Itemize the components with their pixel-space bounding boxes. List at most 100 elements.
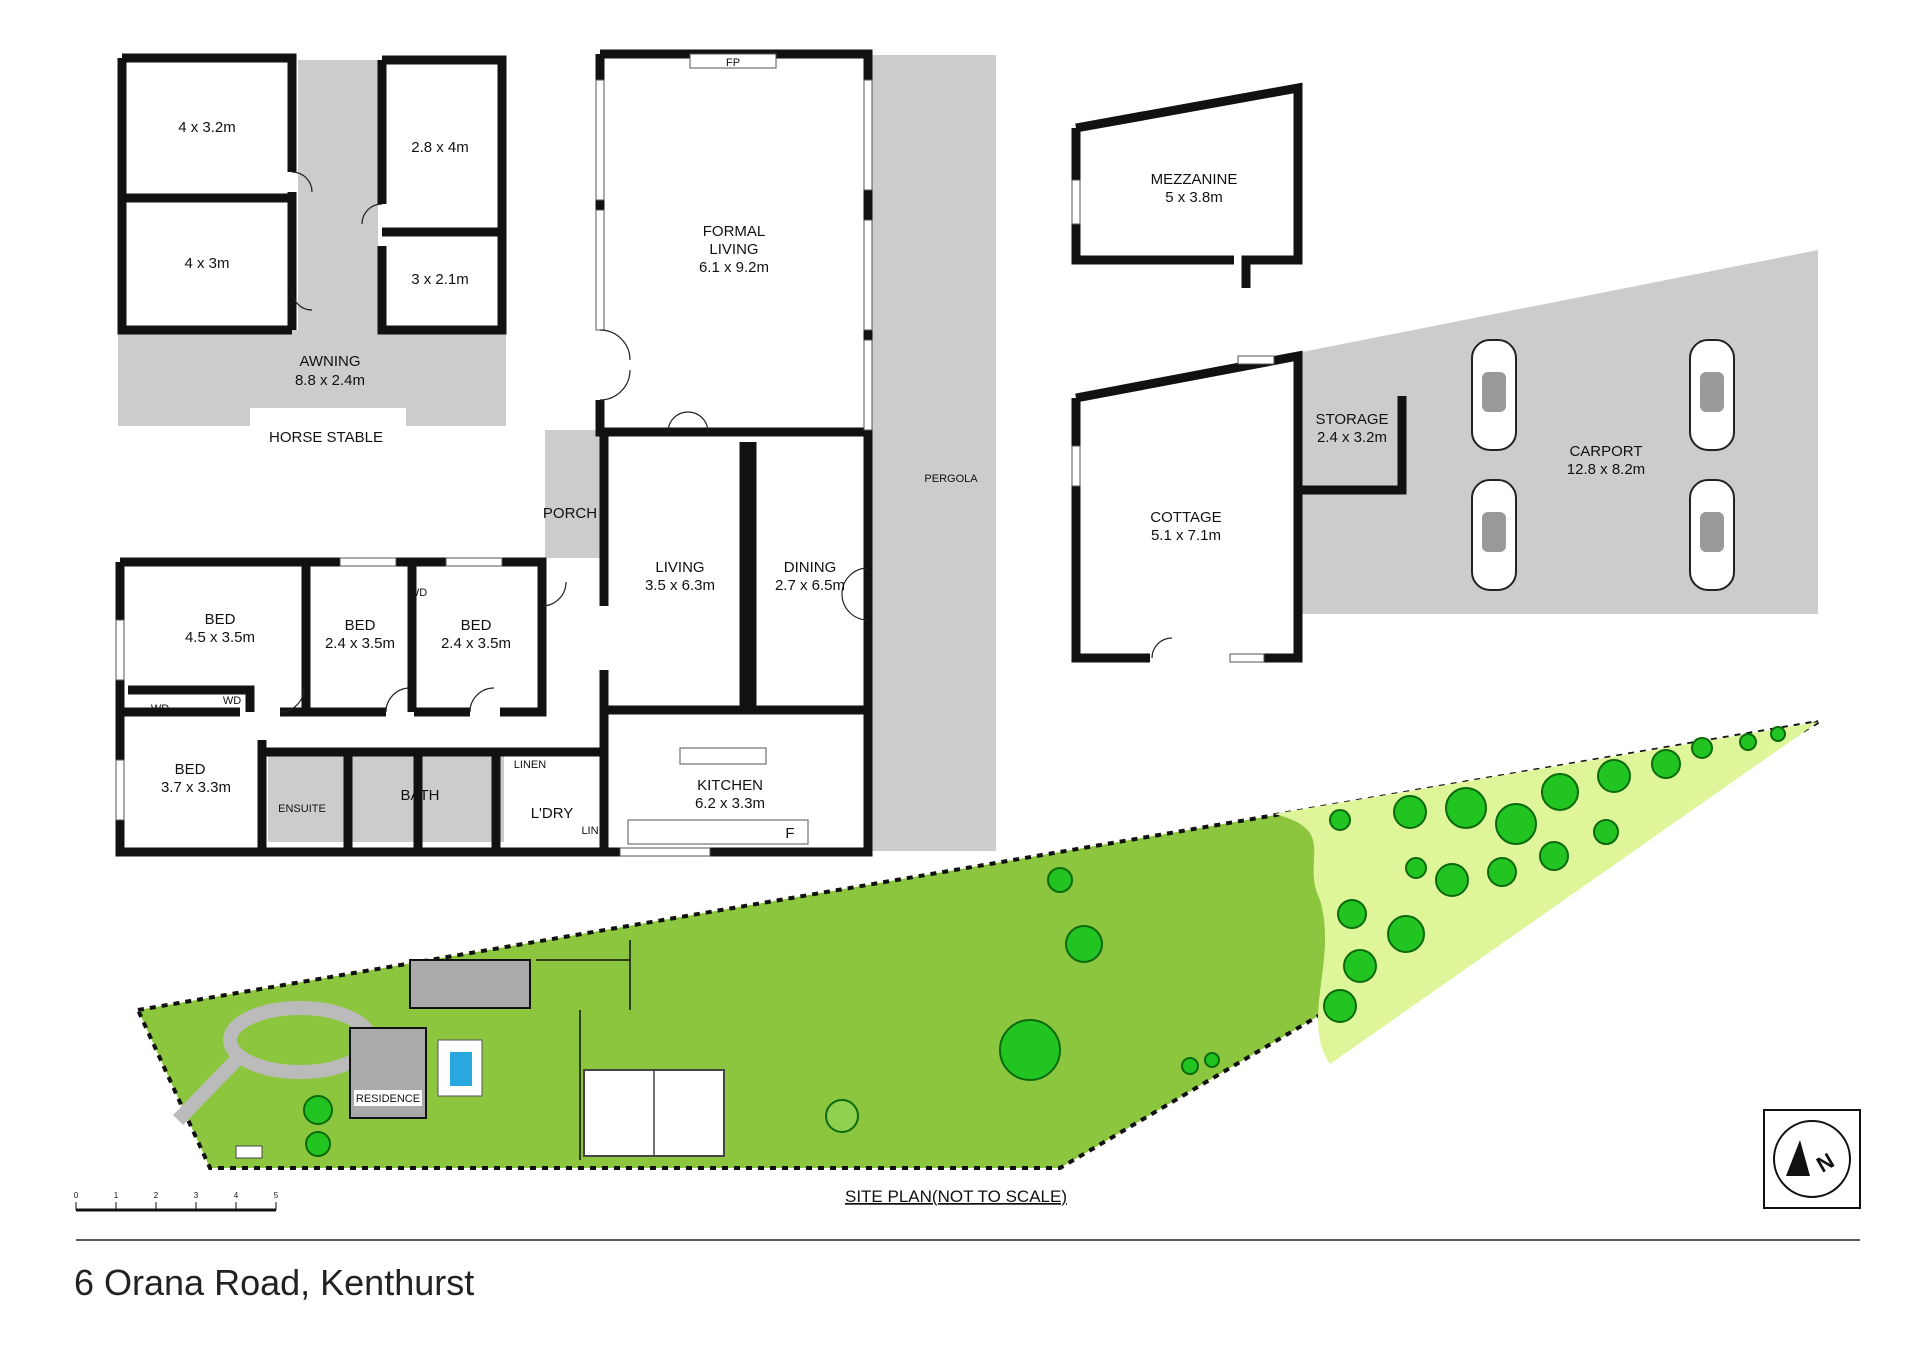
mezzanine-dims: 5 x 3.8m	[1165, 189, 1223, 206]
tree-icon	[1393, 795, 1427, 829]
kitchen-name: KITCHEN	[697, 777, 763, 794]
stall-2-dims: 4 x 3m	[184, 255, 229, 272]
driveway-arm	[172, 1051, 246, 1125]
stable-title: HORSE STABLE	[269, 429, 383, 446]
scale-tick-5: 5	[274, 1191, 279, 1200]
horse-stable: 4 x 3.2m 4 x 3m 2.8 x 4m 3 x 2.1m AWNING…	[117, 53, 507, 446]
bed4-dims: 3.7 x 3.3m	[161, 779, 231, 796]
mezzanine-walls	[1071, 82, 1303, 288]
cottage-carport: COTTAGE 5.1 x 7.1m STORAGE 2.4 x 3.2m CA…	[1071, 250, 1818, 663]
window	[1229, 653, 1265, 663]
tree-icon	[1181, 1057, 1199, 1075]
kitchen-dims: 6.2 x 3.3m	[695, 795, 765, 812]
window	[445, 557, 503, 567]
stable-door-3	[291, 289, 313, 311]
tree-icon	[1770, 726, 1786, 742]
window	[619, 847, 711, 857]
site-plan-title: SITE PLAN(NOT TO SCALE)	[845, 1187, 1067, 1206]
tree-icon	[1651, 749, 1681, 779]
scale-tick-0: 0	[74, 1191, 79, 1200]
window	[339, 557, 397, 567]
wet-area-walls	[257, 700, 609, 852]
tree-icon	[1487, 857, 1517, 887]
tree-icon	[1323, 989, 1357, 1023]
bed4-name: BED	[175, 761, 206, 778]
tree-icon	[1593, 819, 1619, 845]
tree-icon	[1445, 787, 1487, 829]
kitchen-island	[679, 747, 767, 765]
stall-1-dims: 4 x 3.2m	[178, 119, 236, 136]
wd-label-1: WD	[409, 587, 427, 599]
stable-title-box	[250, 408, 406, 438]
tree-icon	[999, 1019, 1061, 1081]
site-shed	[235, 1145, 263, 1159]
bed2-name: BED	[345, 617, 376, 634]
residence-label-box	[354, 1090, 422, 1106]
fireplace-label: FP	[726, 57, 740, 69]
ensuite-label: ENSUITE	[278, 803, 326, 815]
bed1-name: BED	[205, 611, 236, 628]
window	[1071, 179, 1081, 225]
car-icon	[1689, 339, 1735, 451]
tree-icon	[1337, 899, 1367, 929]
dining-walls	[747, 432, 873, 715]
porch-label: PORCH	[543, 505, 597, 522]
window	[115, 759, 125, 821]
mezzanine-name: MEZZANINE	[1151, 171, 1238, 188]
stall-3-dims: 2.8 x 4m	[411, 139, 469, 156]
bed-door-1	[279, 687, 305, 713]
pergola-label: PERGOLA	[924, 473, 978, 485]
laundry-label: L'DRY	[531, 805, 574, 822]
pergola-slab	[868, 55, 996, 851]
carport-dims: 12.8 x 8.2m	[1567, 461, 1645, 478]
awning-name: AWNING	[299, 353, 360, 370]
scale-tick-3: 3	[194, 1191, 199, 1200]
window	[595, 79, 605, 201]
bed3-name: BED	[461, 617, 492, 634]
mezzanine: MEZZANINE 5 x 3.8m	[1071, 82, 1303, 288]
tree-icon	[1405, 857, 1427, 879]
fridge-label: F	[785, 825, 794, 842]
wd-label-3: WD	[223, 695, 241, 707]
compass-icon: N	[1763, 1109, 1861, 1209]
tree-icon	[305, 1131, 331, 1157]
window	[115, 619, 125, 681]
bed3-dims: 2.4 x 3.5m	[441, 635, 511, 652]
tree-icon	[1691, 737, 1713, 759]
tree-icon	[1435, 863, 1469, 897]
tree-icon	[1739, 733, 1757, 751]
site-plan: RESIDENCE	[74, 720, 1861, 1241]
stable-door-2	[361, 203, 383, 225]
wd-label-2: WD	[151, 703, 169, 715]
window	[1237, 355, 1275, 365]
tree-icon	[303, 1095, 333, 1125]
car-icon	[1689, 479, 1735, 591]
stall-4-dims: 3 x 2.1m	[411, 271, 469, 288]
porch-slab	[545, 430, 601, 558]
living-dims: 3.5 x 6.3m	[645, 577, 715, 594]
living-double-door	[667, 411, 709, 433]
car-icon	[1471, 339, 1517, 451]
wd-wall	[128, 685, 255, 712]
bed2-dims: 2.4 x 3.5m	[325, 635, 395, 652]
dining-door	[841, 567, 869, 621]
site-fence-2	[579, 940, 631, 1160]
main-house: FP FORMAL LIVING 6.1 x 9.2m LIVING 3.5 x…	[115, 49, 996, 857]
stable-footprint	[409, 959, 531, 1009]
compass-arrow	[1786, 1140, 1810, 1176]
property-address: 6 Orana Road, Kenthurst	[74, 1262, 475, 1303]
tree-icon	[825, 1099, 859, 1133]
cottage-dims: 5.1 x 7.1m	[1151, 527, 1221, 544]
awning-dims: 8.8 x 2.4m	[295, 372, 365, 389]
scale-tick-4: 4	[234, 1191, 239, 1200]
tree-icon	[1065, 925, 1103, 963]
dining-name: DINING	[784, 559, 837, 576]
bed-door-2	[385, 687, 411, 713]
tree-icon	[1343, 949, 1377, 983]
car-icon	[1471, 479, 1517, 591]
stable-left-walls	[117, 53, 297, 335]
window	[863, 339, 873, 431]
porch-door	[541, 581, 567, 607]
dining-dims: 2.7 x 6.5m	[775, 577, 845, 594]
cottage-name: COTTAGE	[1150, 509, 1221, 526]
